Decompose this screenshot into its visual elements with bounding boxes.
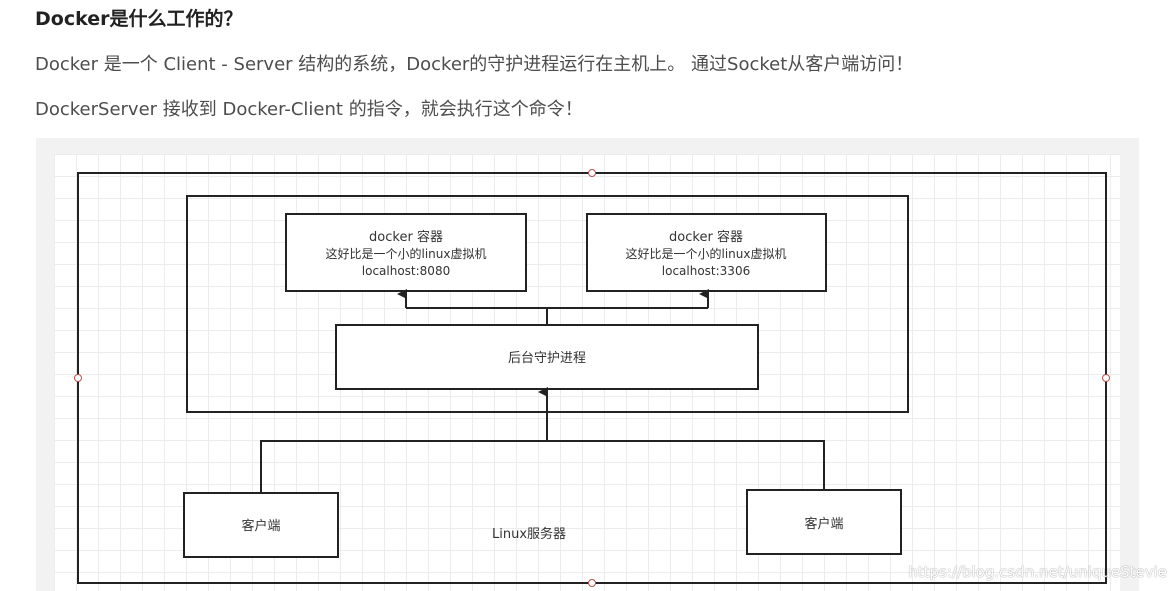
linux-server-label: Linux服务器 xyxy=(492,526,566,542)
client-left-box[interactable] xyxy=(183,492,339,558)
article-paragraph-1: Docker 是一个 Client - Server 结构的系统，Docker的… xyxy=(35,54,914,75)
selection-handle-right[interactable] xyxy=(1102,374,1110,382)
container-right-title: docker 容器 xyxy=(669,229,743,245)
docker-container-right[interactable] xyxy=(586,213,827,292)
watermark: https://blog.csdn.net/uniqueStevie xyxy=(908,563,1167,581)
container-left-desc: 这好比是一个小的linux虚拟机 xyxy=(326,246,487,261)
container-right-desc: 这好比是一个小的linux虚拟机 xyxy=(626,246,787,261)
selection-handle-bottom[interactable] xyxy=(588,579,596,587)
daemon-box[interactable] xyxy=(335,324,759,390)
selection-handle-left[interactable] xyxy=(74,374,82,382)
docker-container-left[interactable] xyxy=(285,213,527,292)
container-left-title: docker 容器 xyxy=(369,229,443,245)
daemon-label: 后台守护进程 xyxy=(508,351,586,366)
client-right-label: 客户端 xyxy=(804,516,843,532)
article-heading: Docker是什么工作的？ xyxy=(35,8,243,30)
selection-handle-top[interactable] xyxy=(588,169,596,177)
article-paragraph-2: DockerServer 接收到 Docker-Client 的指令，就会执行这… xyxy=(35,99,583,120)
client-right-box[interactable] xyxy=(746,489,902,555)
connector-clients-to-daemon xyxy=(260,440,825,493)
connector-daemon-to-containers xyxy=(406,307,708,325)
container-right-address: localhost:3306 xyxy=(662,264,750,278)
container-left-address: localhost:8080 xyxy=(362,264,450,278)
client-left-label: 客户端 xyxy=(241,518,280,534)
